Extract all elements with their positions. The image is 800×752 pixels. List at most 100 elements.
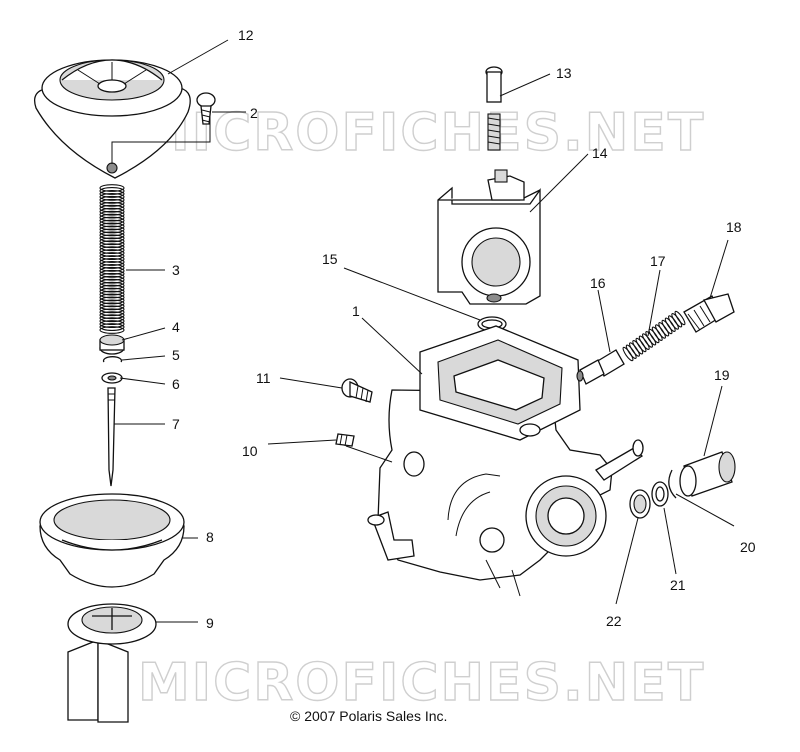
part-11-pilot-screw (341, 378, 373, 403)
part-6-washer (101, 372, 123, 384)
callout-22: 22 (606, 613, 622, 629)
watermark-bottom: MICROFICHES.NET (138, 653, 705, 713)
spring-coil (99, 246, 125, 255)
spring-coil (99, 317, 125, 326)
callout-4: 4 (172, 319, 180, 335)
part-9-throttle-slide (67, 603, 157, 723)
spring-coil (99, 308, 125, 317)
part-7-jet-needle (107, 387, 116, 487)
spring-coil (99, 314, 125, 323)
spring-coil (625, 344, 637, 359)
callout-16: 16 (590, 275, 606, 291)
part-12-top-cover (33, 59, 191, 179)
spring-coil (99, 237, 125, 246)
callout-7: 7 (172, 416, 180, 432)
copyright-notice: © 2007 Polaris Sales Inc. (290, 708, 448, 724)
part-2-screw (196, 92, 216, 125)
spring-coil (671, 313, 683, 328)
spring-coil (99, 225, 125, 234)
leader-lines (111, 39, 735, 623)
spring-coil (99, 255, 125, 263)
part-17-spring (622, 310, 686, 362)
spring-coil (99, 252, 125, 260)
spring-coil (99, 195, 125, 204)
spring-coil (645, 331, 657, 346)
callout-13: 13 (556, 65, 572, 81)
part-3-spring (99, 184, 125, 334)
spring-coil (642, 333, 653, 348)
spring-coil (99, 311, 125, 320)
part-8-diaphragm (39, 493, 185, 588)
part-4-spring-seat (99, 334, 125, 355)
spring-coil (668, 315, 679, 330)
spring-coil (99, 290, 125, 299)
spring-coil (99, 326, 125, 334)
spring-coil (99, 234, 125, 243)
spring-coil (661, 319, 673, 335)
spring-coil (622, 346, 634, 362)
spring-coil (99, 320, 125, 328)
spring-coil (99, 216, 125, 225)
callout-12: 12 (238, 27, 254, 43)
spring-coil (99, 272, 125, 281)
callout-17: 17 (650, 253, 666, 269)
spring-coil (99, 228, 125, 237)
spring-coil (99, 305, 125, 314)
spring-coil (99, 261, 125, 269)
spring-coil (99, 198, 125, 207)
spring-coil (99, 284, 125, 293)
callout-9: 9 (206, 615, 214, 631)
spring-coil (99, 240, 125, 249)
callout-21: 21 (670, 577, 686, 593)
spring-coil (99, 231, 125, 240)
spring-coil (99, 210, 125, 219)
spring-coil (658, 322, 670, 337)
callout-8: 8 (206, 529, 214, 545)
spring-coil (99, 293, 125, 302)
spring-coil (99, 222, 125, 231)
spring-coil (99, 204, 125, 213)
spring-coil (99, 281, 125, 290)
spring-coil (99, 219, 125, 228)
spring-coil (674, 310, 686, 326)
callout-14: 14 (592, 145, 608, 161)
part-10-set-screw (335, 433, 355, 447)
spring-coil (99, 213, 125, 222)
watermark-top: MICROFICHES.NET (138, 103, 705, 163)
spring-coil (99, 269, 125, 278)
callout-labels: 12 2 3 4 5 6 7 8 9 13 14 15 1 11 10 16 1… (172, 27, 756, 631)
spring-coil (99, 275, 125, 284)
spring-coil (99, 243, 125, 252)
part-19-sleeve (679, 451, 736, 497)
spring-coil (99, 184, 125, 192)
spring-coil (99, 302, 125, 311)
callout-18: 18 (726, 219, 742, 235)
part-20-clip (668, 469, 677, 499)
callout-19: 19 (714, 367, 730, 383)
spring-coil (664, 317, 676, 332)
callout-15: 15 (322, 251, 338, 267)
spring-coil (99, 258, 125, 266)
part-13-screw (485, 66, 503, 151)
spring-coil (635, 337, 647, 353)
spring-coil (648, 328, 660, 344)
spring-coil (99, 192, 125, 201)
spring-coil (99, 207, 125, 216)
callout-11: 11 (256, 370, 271, 386)
callout-20: 20 (740, 539, 756, 555)
callout-5: 5 (172, 347, 180, 363)
spring-coil (99, 323, 125, 331)
part-21-washer (651, 481, 669, 507)
callout-3: 3 (172, 262, 180, 278)
part-16-starter-plunger (576, 349, 625, 385)
part-1-carburetor-body (367, 325, 644, 597)
part-18-nut (683, 293, 735, 333)
part-14-bracket (437, 169, 541, 305)
spring-coil (99, 299, 125, 308)
spring-coil (99, 201, 125, 210)
part-5-e-clip (102, 356, 123, 363)
spring-coil (638, 335, 650, 350)
callout-2: 2 (250, 105, 258, 121)
callout-6: 6 (172, 376, 180, 392)
